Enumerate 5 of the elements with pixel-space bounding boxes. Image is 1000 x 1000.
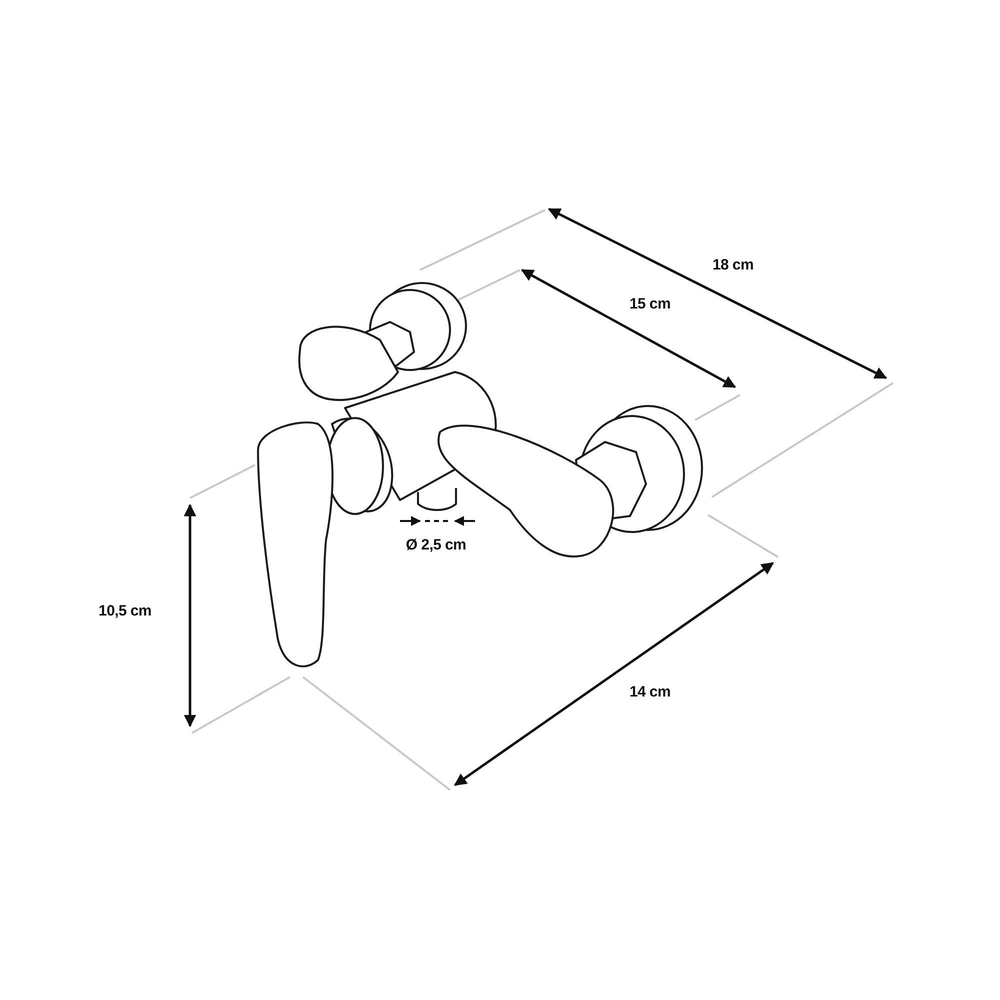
dimension-label: 10,5 cm [98,602,152,620]
dimension-label: 14 cm [629,684,671,700]
dimension-label: 18 cm [712,256,754,274]
dimension-label: Ø 2,5 cm [406,536,466,554]
dimension-label: 15 cm [629,296,671,312]
